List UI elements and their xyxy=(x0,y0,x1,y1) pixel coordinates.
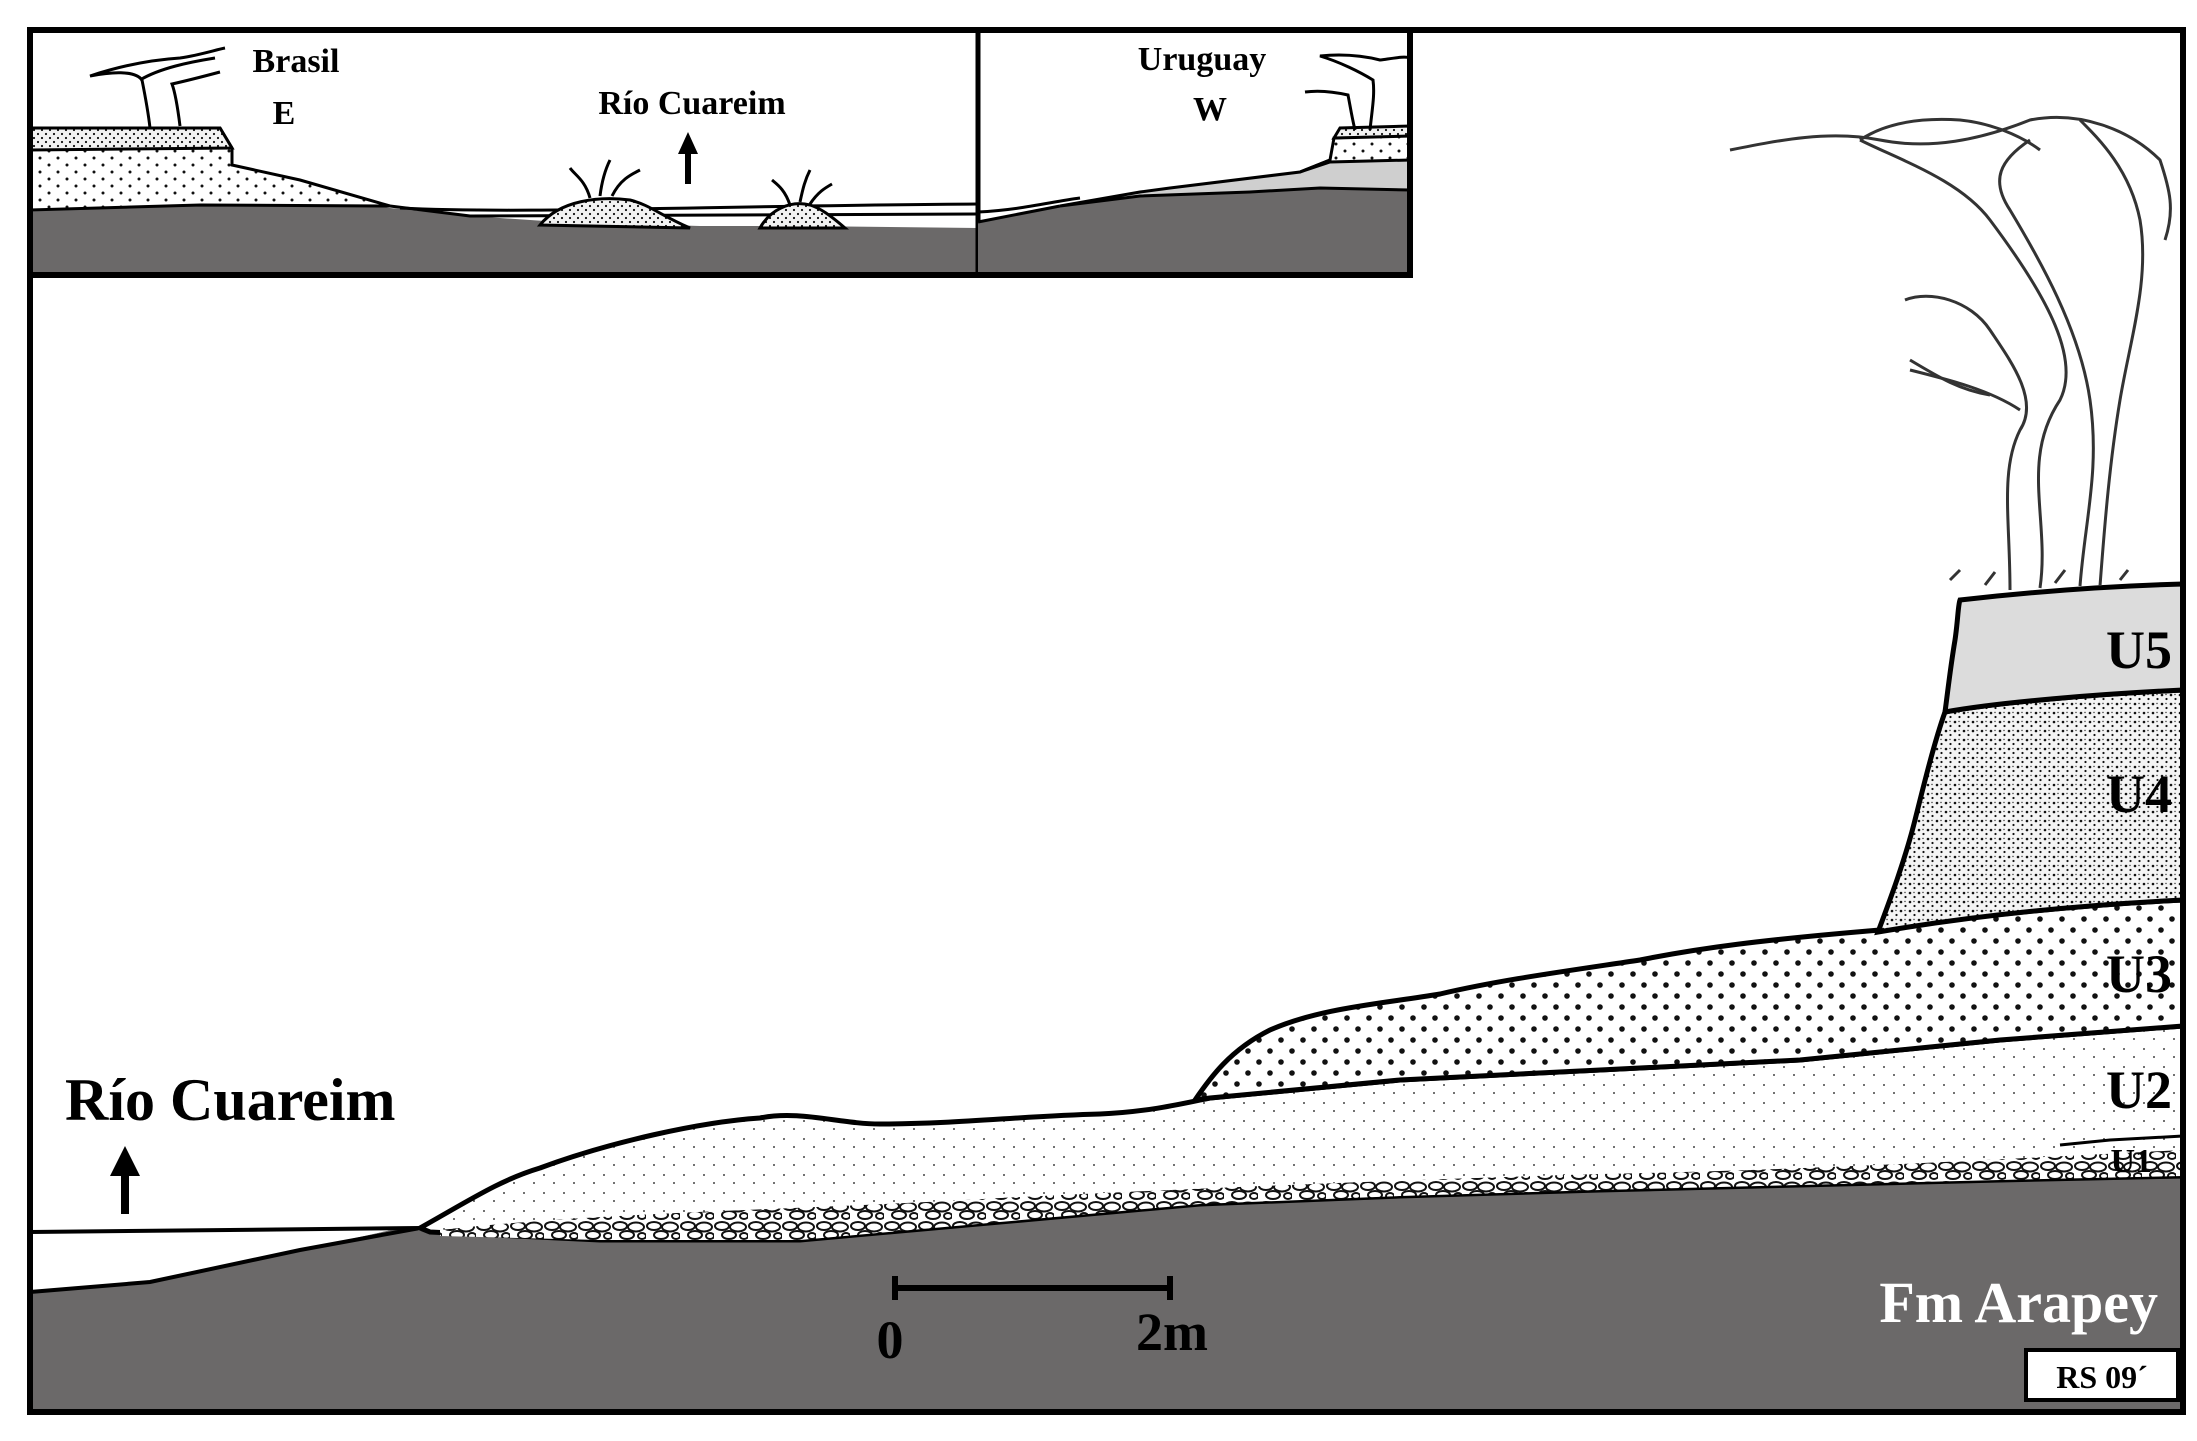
inset-right-trees xyxy=(1304,53,1411,131)
inset-right-direction: W xyxy=(1193,91,1227,128)
inset-left-trees xyxy=(89,46,226,129)
unit-label-u5: U5 xyxy=(2106,620,2172,680)
main-profile: U5 U4 U3 U2 U1 Fm Arapey Río Cuareim 0 2… xyxy=(29,115,2186,1412)
figure-frame xyxy=(27,27,2186,1415)
main-river-label: Río Cuareim xyxy=(65,1067,396,1133)
inset-left-label: Brasil xyxy=(253,43,340,80)
bedrock-label: Fm Arapey xyxy=(1879,1270,2158,1335)
tree-illustration xyxy=(1729,115,2172,591)
unit-label-u3: U3 xyxy=(2106,944,2172,1004)
unit-label-u2: U2 xyxy=(2106,1060,2172,1120)
signature-text: RS 09´ xyxy=(2056,1359,2148,1395)
unit-label-u4: U4 xyxy=(2106,764,2172,824)
inset-left-direction: E xyxy=(273,95,296,132)
unit-label-u1: U1 xyxy=(2110,1143,2152,1180)
scale-bar: 0 2m xyxy=(877,1276,1208,1370)
inset-island-1 xyxy=(536,197,691,230)
scale-bar-end-label: 2m xyxy=(1136,1302,1208,1362)
inset-island-2 xyxy=(757,202,850,230)
inset-river-arrow-icon xyxy=(678,132,698,184)
inset-left-bedrock xyxy=(30,198,978,272)
inset-right-bedrock xyxy=(978,186,1410,272)
unit-u5-layer xyxy=(1942,581,2186,716)
scale-bar-start-label: 0 xyxy=(877,1310,904,1370)
unit-u1-gravel-layer xyxy=(440,1150,2183,1240)
inset-panel: Brasil E Río Cuareim Uruguay W xyxy=(27,27,1413,278)
main-river-arrow-icon xyxy=(110,1146,140,1214)
river-water xyxy=(30,1228,400,1292)
inset-river-label: Río Cuareim xyxy=(598,85,785,122)
bedrock-layer xyxy=(30,1176,2183,1412)
signature-box: RS 09´ xyxy=(2024,1348,2180,1402)
inset-right-label: Uruguay xyxy=(1138,41,1266,78)
inset-shrubs xyxy=(568,159,833,206)
